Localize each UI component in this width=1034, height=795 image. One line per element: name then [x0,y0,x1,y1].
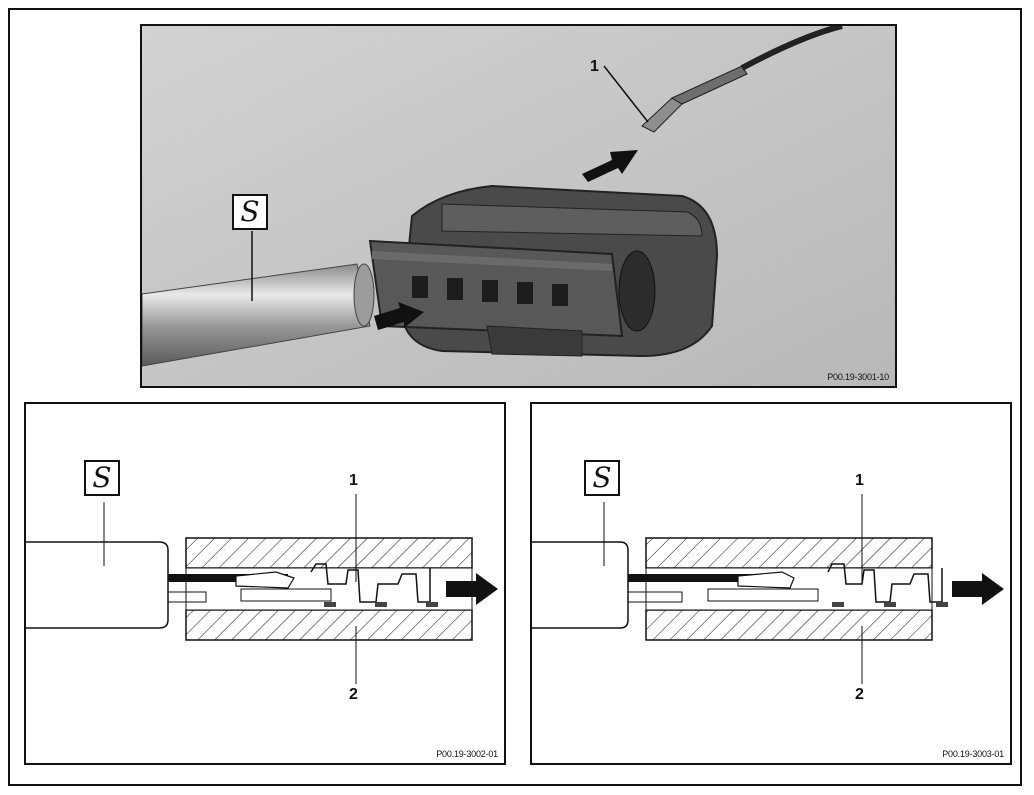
tool-symbol-glyph: S [92,461,112,494]
housing-upper [185,537,473,569]
housing-lower [645,609,933,641]
figure-id: P00.19-3001-10 [827,372,889,382]
push-arrow-icon [952,573,1004,605]
push-arrow-icon [374,302,424,330]
contact-pin [641,26,843,133]
special-tool-icon: S [84,460,120,496]
housing-upper [645,537,933,569]
figure-id: P00.19-3002-01 [436,749,498,759]
section-drawing [532,494,1004,684]
tool-body [532,541,629,629]
push-arrow-icon [446,573,498,605]
connector-photo-panel: 1 S P00.19-3001-10 [140,24,897,388]
callout-2: 2 [349,686,358,703]
callout-1: 1 [590,58,599,75]
connector-housing [368,184,719,358]
callout-1: 1 [349,472,358,489]
tool-tip [168,574,288,582]
special-tool-icon: S [232,194,268,230]
housing-lower [185,609,473,641]
connector-photo [142,26,895,386]
figure-id: P00.19-3003-01 [942,749,1004,759]
tool-body [26,541,169,629]
contact-pin [707,563,948,607]
special-tool-icon: S [584,460,620,496]
callout-1: 1 [855,472,864,489]
section-drawing [26,494,498,684]
callout-leader [603,65,649,123]
tool-symbol-glyph: S [240,195,260,228]
push-arrow-icon [582,150,638,182]
section-diagram-right: 1 2 S P00.19-3003-01 [530,402,1012,765]
contact-pin [235,563,438,607]
tool-symbol-glyph: S [592,461,612,494]
section-diagram-left: 1 2 S P00.19-3002-01 [24,402,506,765]
tool-tip [628,574,768,582]
outer-frame [8,8,1022,786]
callout-2: 2 [855,686,864,703]
release-tool-rod [142,263,375,367]
